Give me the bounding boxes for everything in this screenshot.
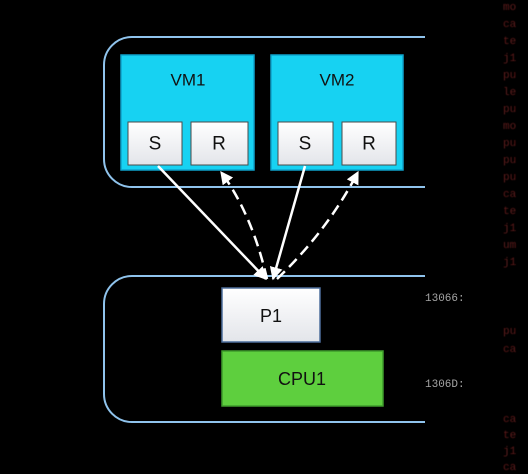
cpu1-box: CPU1: [221, 350, 384, 407]
processor-p1-label: P1: [260, 306, 282, 326]
vm1-receive-label: R: [212, 134, 226, 155]
code-column: mo ca te j1 pu le pu mo pu pu pu ca te j1 um j1 pu ca ca te…: [503, 2, 517, 474]
code-fragment: ca: [503, 19, 517, 31]
cpu1-label: CPU1: [278, 369, 326, 389]
vm2-box: VM2 S R: [270, 54, 404, 171]
code-fragment: j1: [503, 53, 517, 65]
code-fragment: j1: [503, 223, 517, 235]
vm2-send-port: S: [277, 121, 334, 166]
arrow-p1-to-vm1-receive: [219, 170, 269, 280]
address-label: 13066:: [425, 293, 465, 305]
code-fragment: mo: [503, 2, 516, 14]
code-fragment: pu: [503, 155, 516, 167]
code-fragment: pu: [503, 326, 516, 338]
vm1-send-port: S: [127, 121, 183, 166]
cpu1-background: [221, 350, 384, 407]
hypervisor-container: [103, 275, 425, 423]
code-fragment: ca: [503, 189, 517, 201]
code-fragment: ca: [503, 414, 517, 426]
code-fragment: ca: [503, 344, 517, 356]
code-fragment: pu: [503, 138, 516, 150]
arrow-vm2-send-to-p1: [269, 165, 307, 281]
processor-p1-box: P1: [221, 287, 321, 343]
code-fragment: le: [503, 87, 516, 99]
vm2-label: VM2: [320, 71, 355, 90]
vm2-send-label: S: [299, 134, 312, 155]
code-fragment: j1: [503, 446, 517, 458]
code-fragment: pu: [503, 104, 516, 116]
vm-host-container: [103, 36, 425, 188]
vm1-box: VM1 S R: [120, 54, 255, 171]
arrow-vm1-send-to-p1: [157, 165, 267, 280]
address-labels: 13066: 1306D:: [425, 293, 465, 391]
vm1-send-label: S: [149, 134, 162, 155]
code-fragment: pu: [503, 70, 516, 82]
code-fragment: te: [503, 36, 516, 48]
code-fragment: te: [503, 206, 516, 218]
code-fragment: ca: [503, 462, 517, 474]
code-fragment: um: [503, 240, 517, 252]
code-fragment: pu: [503, 172, 516, 184]
vm1-receive-port: R: [190, 121, 249, 166]
code-fragment: te: [503, 430, 516, 442]
vm1-label: VM1: [171, 71, 206, 90]
code-fragment: j1: [503, 257, 517, 269]
vm2-receive-label: R: [362, 134, 376, 155]
arrow-p1-to-vm2-receive: [276, 170, 360, 280]
code-fragment: mo: [503, 121, 516, 133]
address-label: 1306D:: [425, 379, 465, 391]
vm2-receive-port: R: [341, 121, 397, 166]
